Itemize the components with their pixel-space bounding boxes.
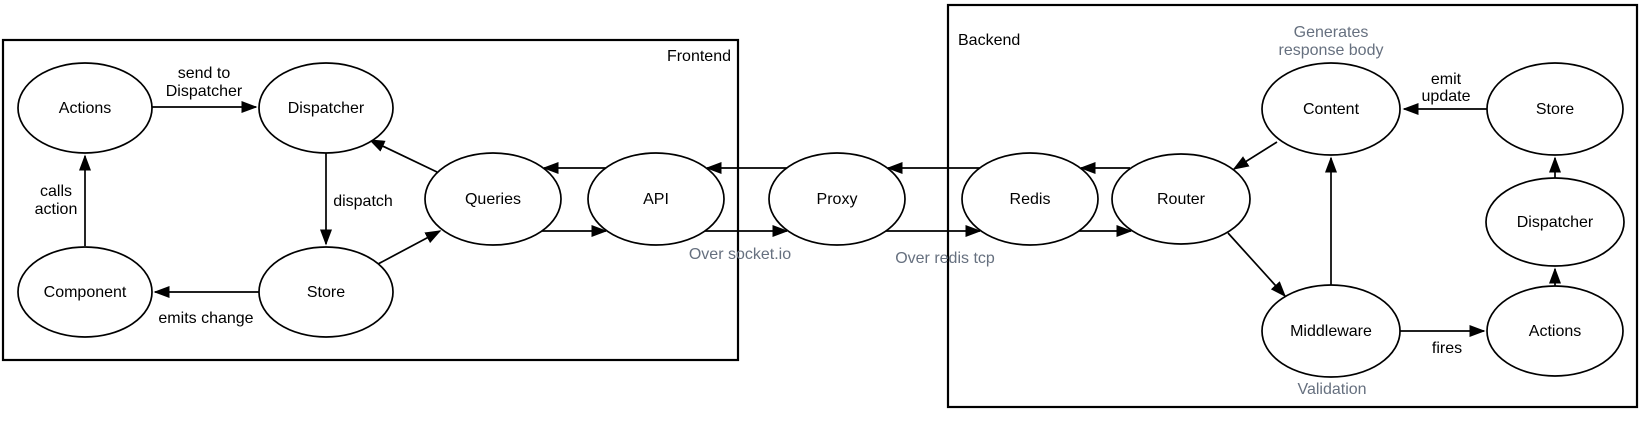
node-be-actions-shape	[1486, 285, 1624, 377]
node-router-label: Router	[1157, 191, 1206, 208]
frontend-box	[1, 38, 740, 362]
node-fe-component-label: Component	[44, 284, 127, 301]
edge-label-validation: Validation	[1297, 381, 1366, 398]
edge-label-emit-line2: update	[1422, 88, 1471, 105]
node-content-shape	[1261, 62, 1401, 156]
node-be-dispatcher: Dispatcher	[1485, 177, 1625, 267]
node-fe-dispatcher: Dispatcher	[258, 62, 394, 154]
node-queries-label: Queries	[465, 191, 521, 208]
edge-content-to-router	[1232, 141, 1278, 170]
backend-box-label: Backend	[958, 32, 1020, 49]
node-redis-label: Redis	[1010, 191, 1051, 208]
node-be-dispatcher-shape	[1485, 177, 1625, 267]
edge-label-dispatch: dispatch	[333, 193, 393, 210]
node-proxy-shape	[768, 152, 906, 246]
node-api: API	[587, 152, 725, 246]
node-api-label: API	[643, 191, 669, 208]
node-fe-actions-shape	[17, 62, 153, 154]
backend-box	[946, 3, 1639, 409]
node-queries-shape	[424, 152, 562, 246]
edge-label-fires: fires	[1432, 340, 1462, 357]
edge-label-generates-line2: response body	[1279, 42, 1384, 59]
node-fe-store-label: Store	[307, 284, 345, 301]
node-fe-dispatcher-shape	[258, 62, 394, 154]
node-middleware-label: Middleware	[1290, 323, 1372, 340]
node-api-shape	[587, 152, 725, 246]
edge-label-send-to-line1: send to	[178, 65, 231, 82]
node-be-store-shape	[1486, 62, 1624, 156]
node-router: Router	[1111, 153, 1251, 245]
edge-router-to-middleware	[1227, 232, 1287, 298]
edge-label-calls-line1: calls	[40, 183, 72, 200]
node-be-store: Store	[1486, 62, 1624, 156]
node-fe-store: Store	[258, 246, 394, 338]
edge-fe-store-to-queries	[377, 230, 442, 265]
node-be-actions-label: Actions	[1529, 323, 1581, 340]
node-fe-store-shape	[258, 246, 394, 338]
node-be-store-label: Store	[1536, 101, 1574, 118]
node-fe-dispatcher-label: Dispatcher	[288, 100, 365, 117]
node-proxy: Proxy	[768, 152, 906, 246]
edge-label-emits-change: emits change	[158, 310, 253, 327]
edge-label-over-redis-tcp: Over redis tcp	[895, 250, 995, 267]
edge-label-over-socket-io: Over socket.io	[689, 246, 791, 263]
node-redis-shape	[961, 152, 1099, 246]
edge-label-emit-line1: emit	[1431, 71, 1462, 88]
node-fe-actions: Actions	[17, 62, 153, 154]
node-fe-component: Component	[17, 246, 153, 338]
node-proxy-label: Proxy	[817, 191, 858, 208]
node-be-actions: Actions	[1486, 285, 1624, 377]
edge-queries-to-dispatcher	[368, 139, 438, 173]
frontend-box-label: Frontend	[667, 48, 731, 65]
node-router-shape	[1111, 153, 1251, 245]
node-fe-component-shape	[17, 246, 153, 338]
node-middleware: Middleware	[1261, 284, 1401, 378]
node-middleware-shape	[1261, 284, 1401, 378]
edge-label-send-to-line2: Dispatcher	[166, 83, 243, 100]
edge-label-generates-line1: Generates	[1294, 24, 1369, 41]
node-content: Content	[1261, 62, 1401, 156]
node-redis: Redis	[961, 152, 1099, 246]
node-queries: Queries	[424, 152, 562, 246]
edge-label-calls-line2: action	[35, 201, 78, 218]
node-content-label: Content	[1303, 101, 1360, 118]
node-fe-actions-label: Actions	[59, 100, 111, 117]
node-be-dispatcher-label: Dispatcher	[1517, 214, 1594, 231]
